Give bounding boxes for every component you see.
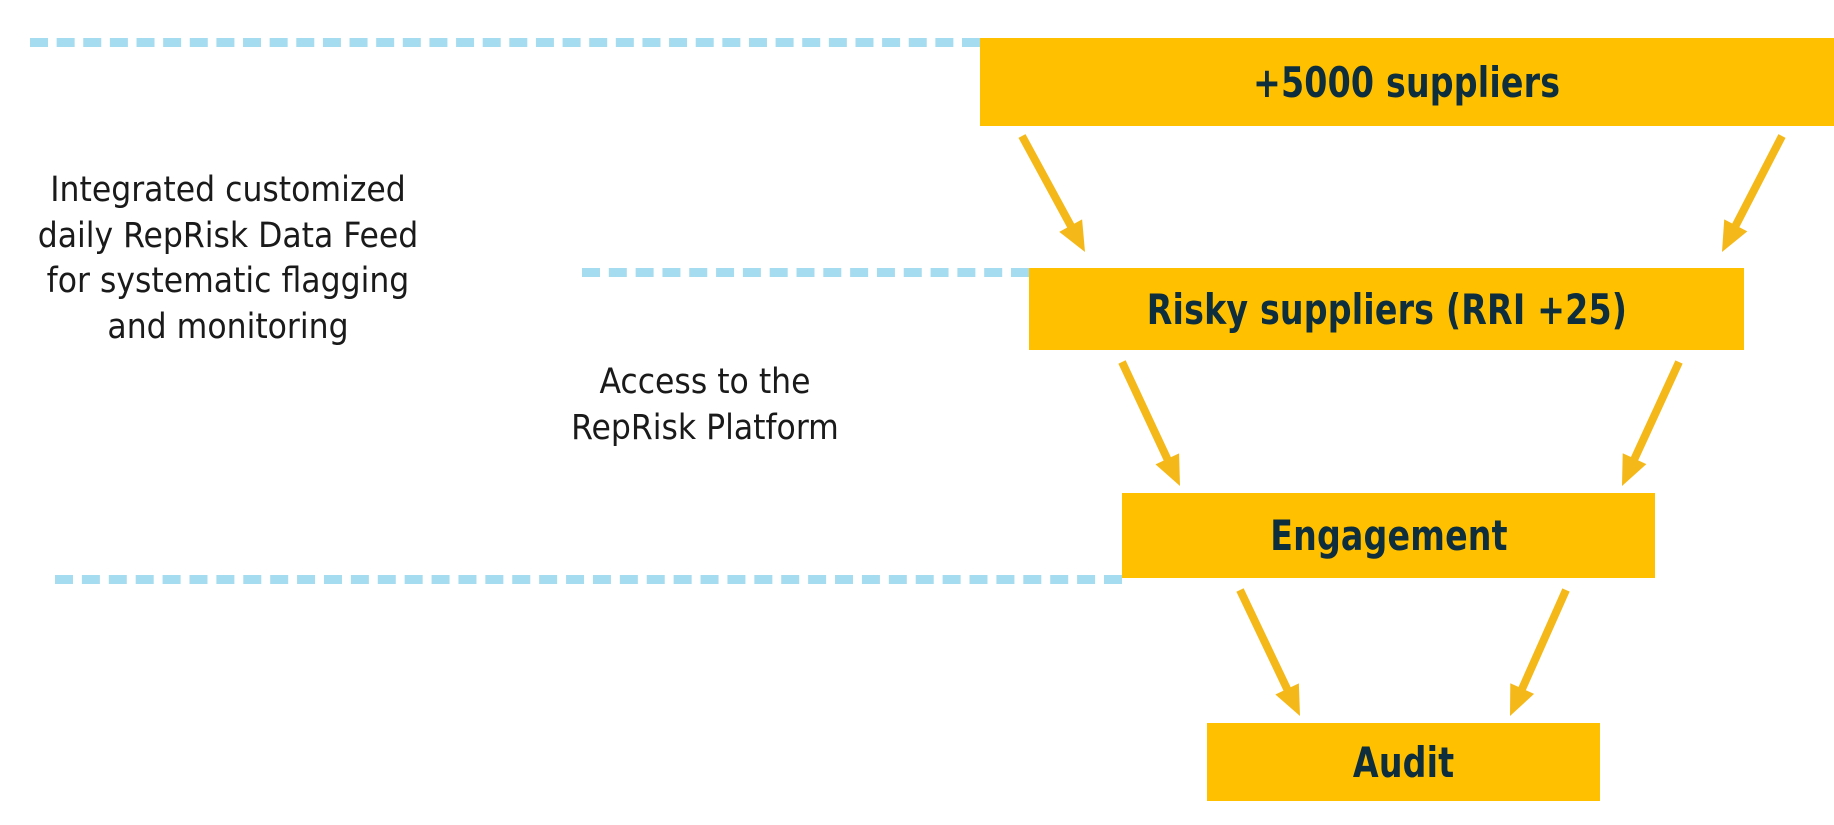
stage-bar-suppliers[interactable]: +5000 suppliers	[980, 38, 1834, 126]
dashed-connector-line	[582, 268, 1029, 277]
stage-bar-audit[interactable]: Audit	[1207, 723, 1600, 801]
stage-bar-label: Engagement	[1269, 511, 1508, 560]
flow-arrow	[1722, 134, 1786, 252]
stage-bar-label: +5000 suppliers	[1253, 57, 1561, 107]
flow-arrow	[1118, 360, 1180, 486]
stage-bar-engagement[interactable]: Engagement	[1122, 493, 1655, 578]
flow-arrow	[1510, 588, 1570, 716]
annotation-platform-access: Access to the RepRisk Platform	[571, 362, 839, 448]
stage-bar-risky-suppliers[interactable]: Risky suppliers (RRI +25)	[1029, 268, 1744, 350]
annotation-data-feed: Integrated customized daily RepRisk Data…	[37, 170, 419, 347]
flow-arrow	[1236, 588, 1300, 716]
dashed-connector-line	[30, 38, 980, 47]
flow-arrow	[1018, 134, 1085, 252]
flow-arrow	[1622, 360, 1683, 486]
stage-bar-label: Risky suppliers (RRI +25)	[1146, 284, 1627, 334]
stage-bar-label: Audit	[1352, 737, 1455, 787]
dashed-connector-line	[55, 575, 1122, 584]
